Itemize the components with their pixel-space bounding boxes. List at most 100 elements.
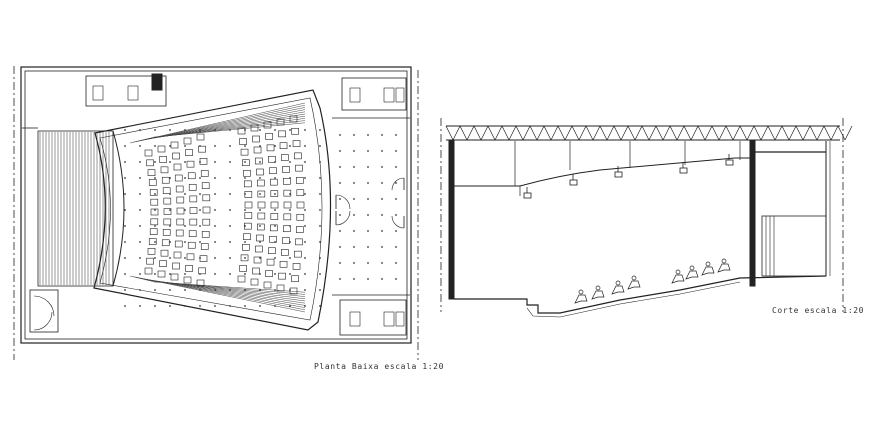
floor-dot	[259, 241, 261, 243]
floor-dot	[289, 161, 291, 163]
seat	[263, 121, 272, 129]
floor-dot	[184, 289, 186, 291]
floor-dot	[304, 289, 306, 291]
seat	[253, 146, 262, 154]
floor-dot	[169, 305, 171, 307]
floor-dot	[353, 198, 355, 200]
seat	[278, 130, 286, 138]
floor-dot	[339, 214, 341, 216]
floor-dot	[304, 161, 306, 163]
floor-dot	[289, 273, 291, 275]
floor-dot	[353, 230, 355, 232]
toilet-block-bottom	[339, 299, 407, 336]
floor-dot-pattern	[124, 129, 397, 307]
seat	[269, 235, 277, 243]
floor-dot	[367, 166, 369, 168]
floor-dot	[274, 289, 276, 291]
floor-dot	[214, 257, 216, 259]
seat	[146, 159, 154, 167]
floor-dot	[339, 262, 341, 264]
seat	[269, 167, 277, 175]
seat	[172, 152, 180, 160]
truss-diagonal	[844, 125, 853, 141]
seat	[257, 212, 266, 220]
truss-diagonal	[781, 125, 790, 141]
seat	[198, 267, 206, 275]
seated-figure	[717, 263, 731, 273]
floor-dot	[353, 278, 355, 280]
door-swing-right-upper	[335, 194, 351, 210]
seat	[252, 135, 260, 143]
floor-dot	[395, 278, 397, 280]
seat	[279, 260, 288, 268]
truss-diagonal	[529, 125, 538, 141]
floor-dot	[367, 214, 369, 216]
floor-dot	[139, 289, 141, 291]
seat	[161, 176, 170, 184]
seat	[176, 218, 185, 226]
seat	[162, 229, 171, 236]
left-door-swing-2	[33, 311, 53, 331]
floor-dot	[184, 209, 186, 211]
toilet-top-right-a	[349, 87, 361, 103]
floor-dot	[367, 182, 369, 184]
floor-dot	[274, 225, 276, 227]
seat	[270, 213, 279, 220]
seat	[174, 240, 183, 248]
floor-dot	[244, 305, 246, 307]
floor-dot	[319, 257, 321, 259]
floor-dot	[154, 305, 156, 307]
truss-diagonal	[676, 125, 685, 141]
floor-dot	[353, 214, 355, 216]
seat	[265, 133, 273, 140]
floor-dot	[319, 145, 321, 147]
floor-dot	[289, 145, 291, 147]
truss-diagonal	[606, 125, 615, 141]
seat	[283, 225, 291, 233]
floor-dot	[319, 161, 321, 163]
section-floor-line-lower	[526, 281, 741, 318]
floor-dot	[395, 150, 397, 152]
truss-diagonal	[753, 125, 762, 141]
seated-figure	[671, 274, 685, 284]
seat	[185, 265, 193, 272]
truss-diagonal	[655, 125, 664, 141]
left-door-swing	[33, 295, 55, 317]
floor-dot	[199, 289, 201, 291]
floor-dot	[139, 161, 141, 163]
seat	[147, 169, 156, 176]
floor-dot	[339, 150, 341, 152]
floor-dot	[229, 225, 231, 227]
stage-hatch	[39, 132, 110, 285]
floor-dot	[304, 225, 306, 227]
foyer-doorframe	[761, 215, 827, 277]
floor-dot	[339, 246, 341, 248]
floor-dot	[244, 209, 246, 211]
floor-dot	[244, 193, 246, 195]
seat-row-stripes	[129, 102, 306, 313]
seat	[282, 166, 290, 173]
seat	[199, 255, 208, 262]
seat	[268, 155, 276, 163]
floor-dot	[229, 193, 231, 195]
floor-dot	[229, 289, 231, 291]
seat	[176, 196, 185, 204]
floor-dot	[274, 177, 276, 179]
seat	[266, 258, 275, 266]
floor-dot	[353, 150, 355, 152]
truss-diagonal	[578, 125, 587, 141]
floor-dot	[229, 305, 231, 307]
floor-dot	[214, 273, 216, 275]
seated-figure-head	[705, 261, 711, 267]
floor-dot	[381, 150, 383, 152]
left-door-frame	[29, 289, 59, 333]
truss-diagonal	[662, 125, 671, 141]
seat	[242, 159, 250, 167]
floor-dot	[381, 230, 383, 232]
floor-dot	[184, 145, 186, 147]
seat	[202, 206, 211, 214]
floor-dot	[339, 198, 341, 200]
floor-dot	[184, 161, 186, 163]
seat	[296, 177, 304, 184]
